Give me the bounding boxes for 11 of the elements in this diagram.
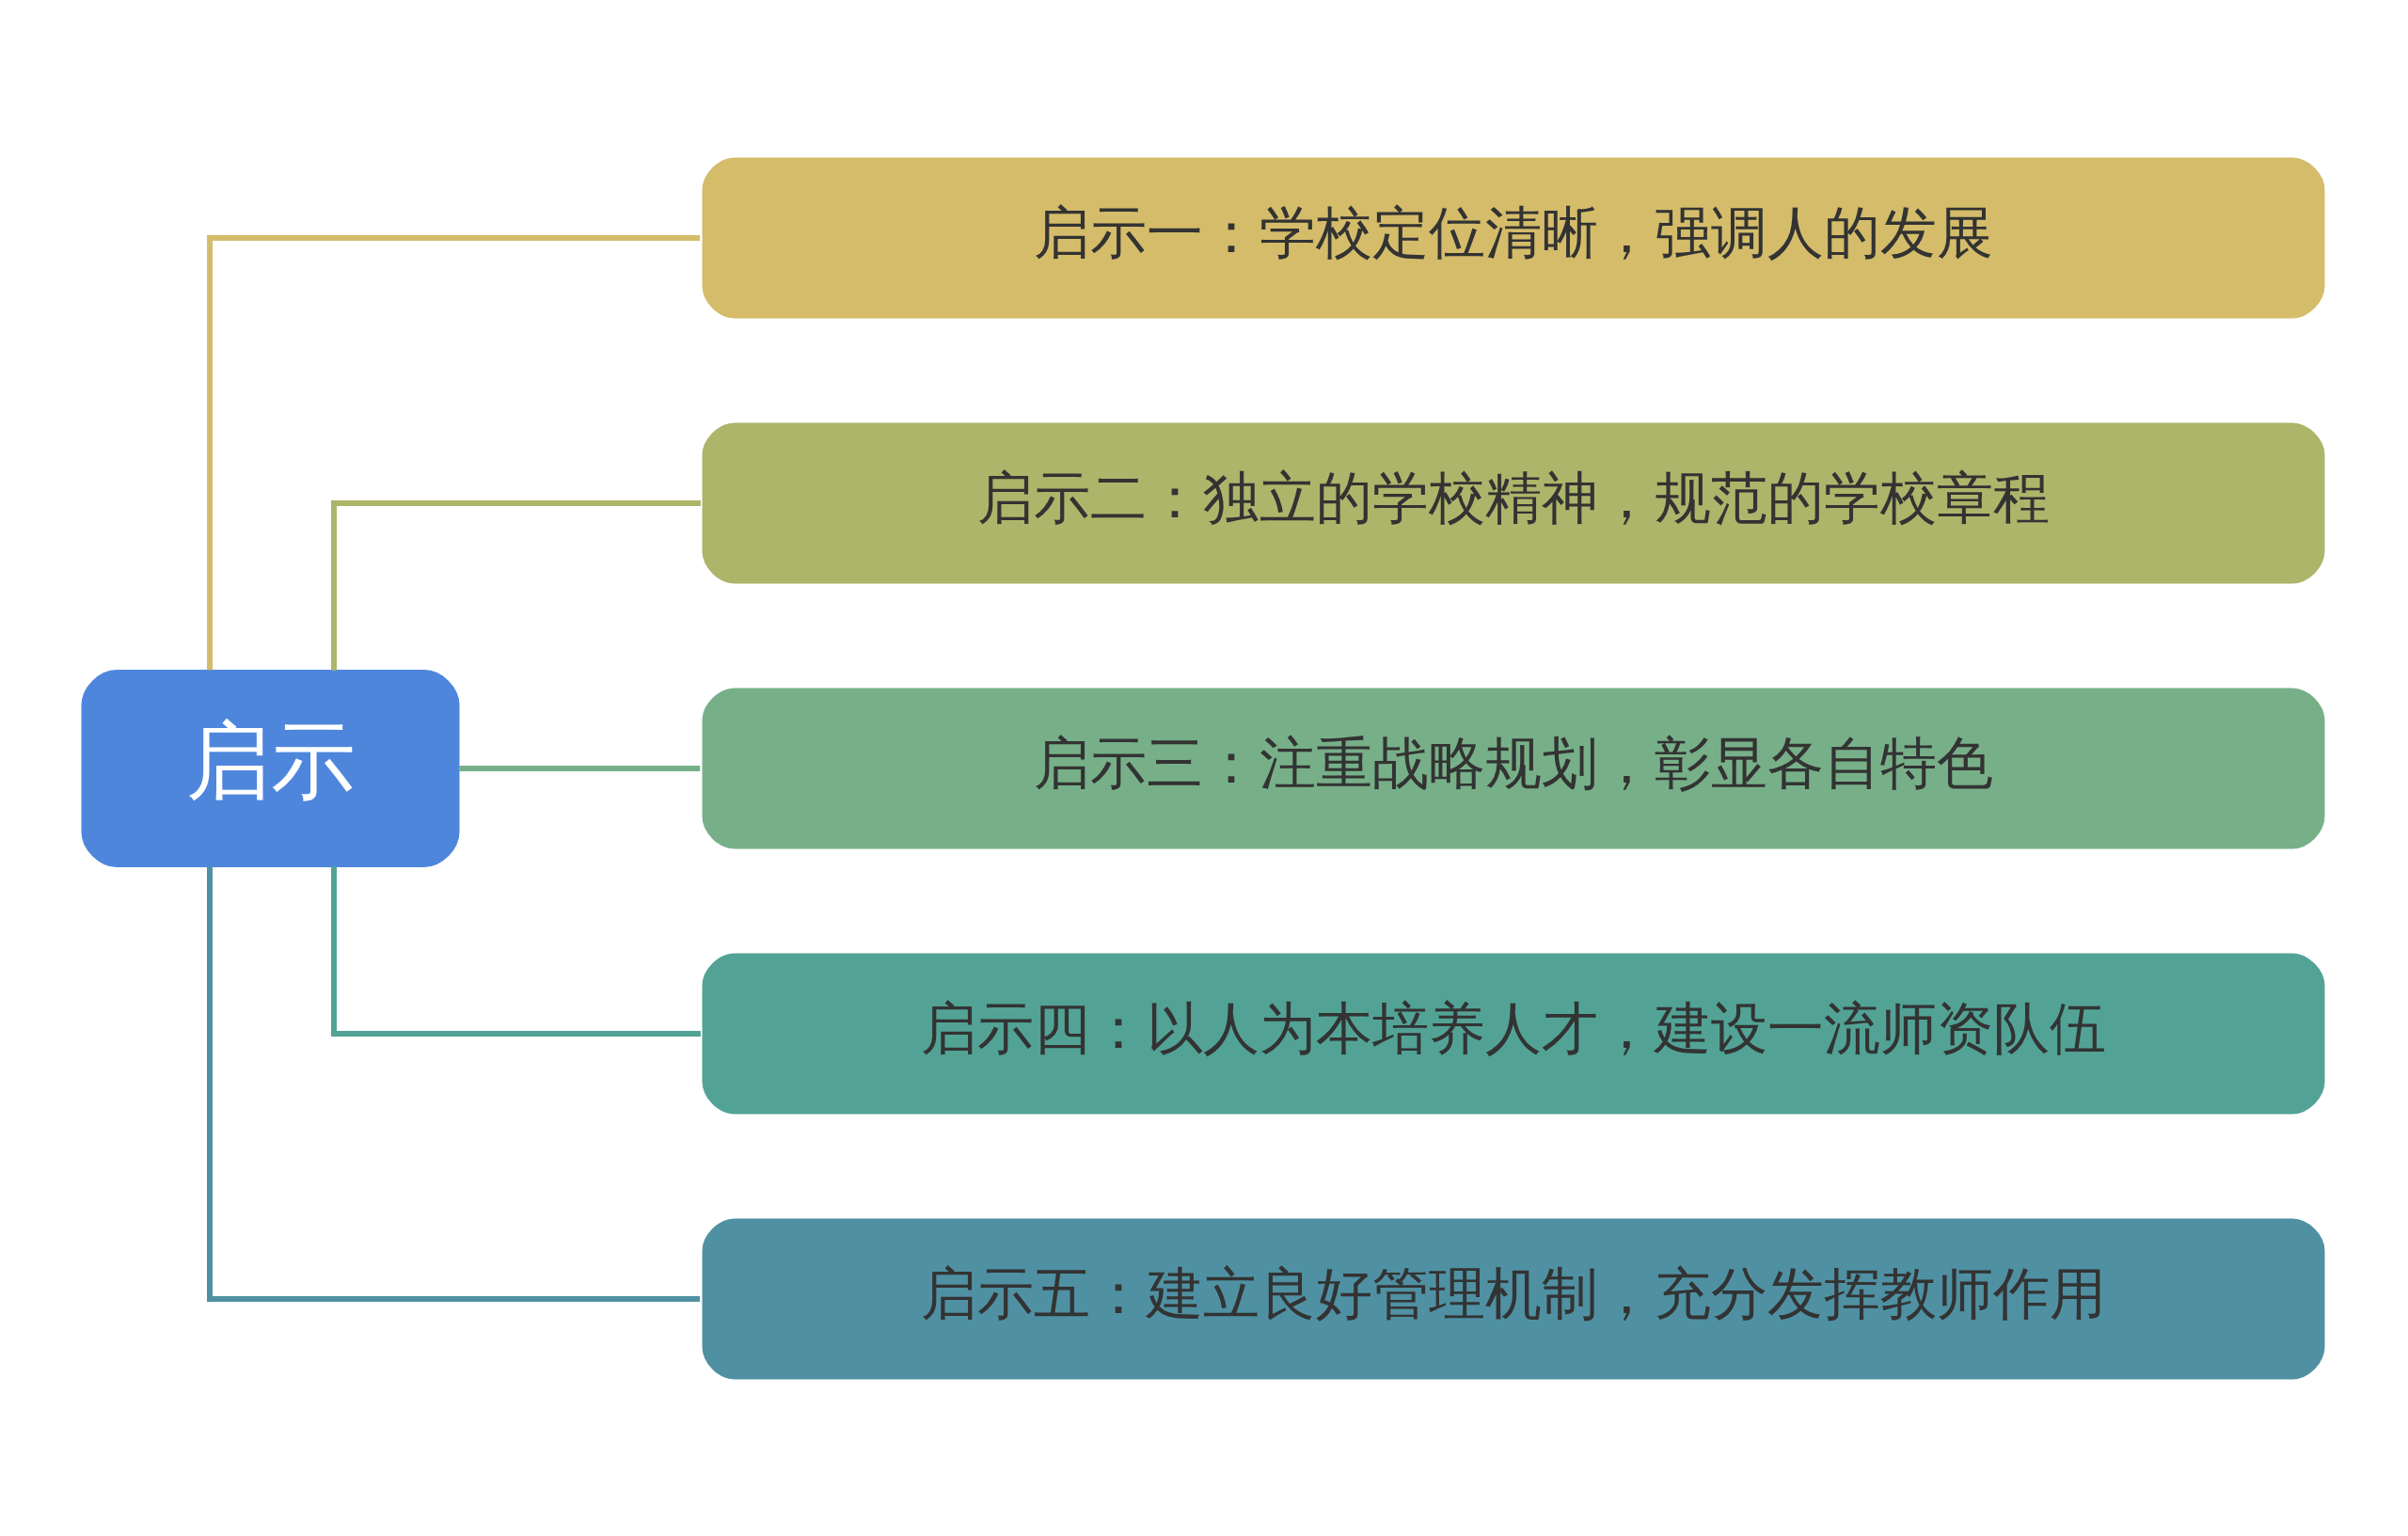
node-box: 启示三：注重战略规划，彰显各自特色 xyxy=(699,685,2327,851)
connector xyxy=(458,765,700,771)
connector xyxy=(330,499,701,671)
connector xyxy=(206,234,700,670)
node-box: 启示二：独立的学校精神，规范的学校章程 xyxy=(699,420,2327,586)
connector xyxy=(330,865,701,1037)
node-box: 启示五：建立良好管理机制，充分发挥教师作用 xyxy=(699,1215,2327,1382)
node-box: 启示四：以人为本培养人才，建设一流师资队伍 xyxy=(699,950,2327,1116)
connector xyxy=(206,866,700,1302)
node-box: 启示一：学校定位清晰，强调人的发展 xyxy=(699,154,2327,321)
node-box: 启示 xyxy=(81,669,459,867)
